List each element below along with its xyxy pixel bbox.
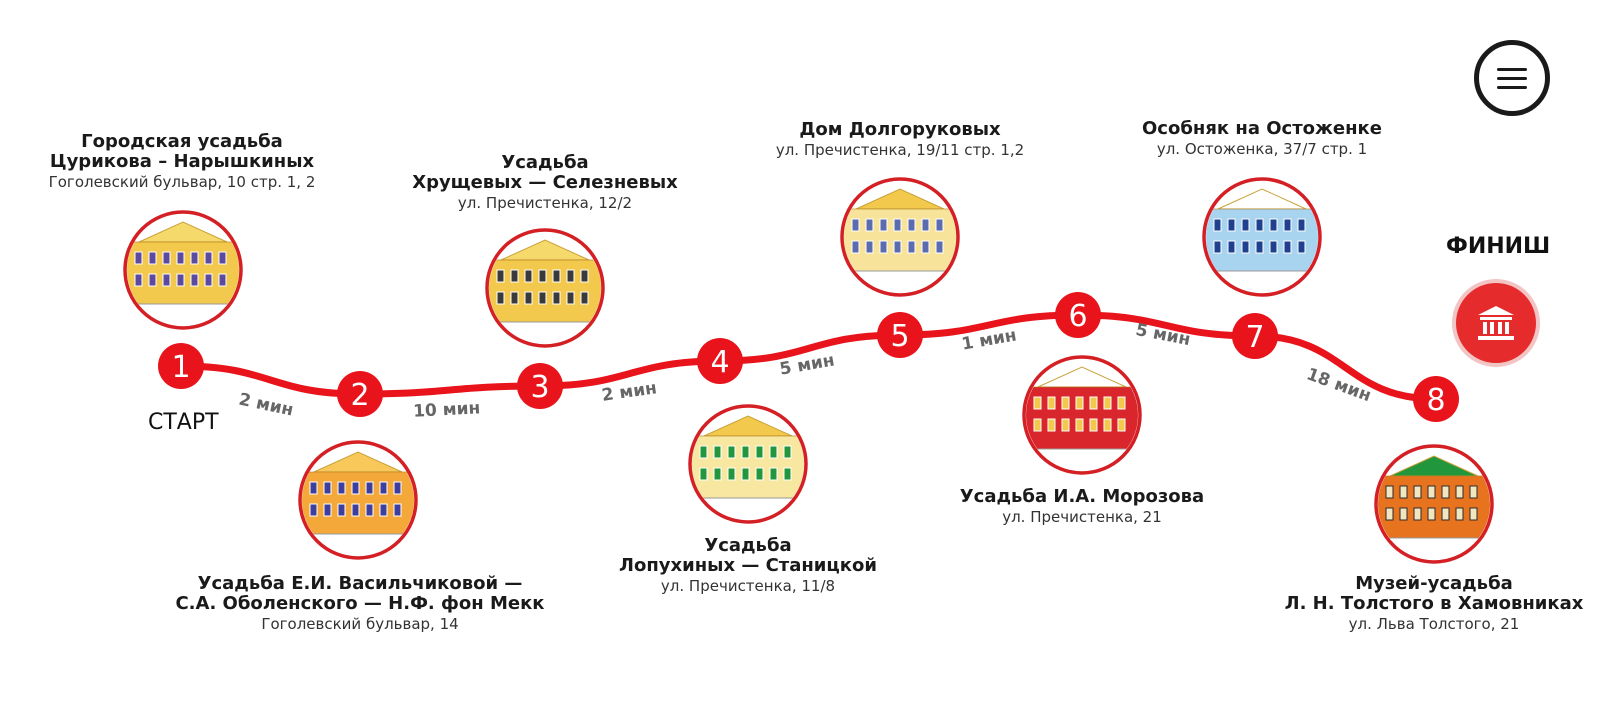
stop-title: Хрущевых — Селезневых [412, 172, 678, 193]
yellow-colonnade-building-icon [489, 232, 601, 344]
stop-circle[interactable] [697, 338, 743, 384]
stop-marker[interactable]: 7 [1232, 313, 1278, 359]
stop-marker[interactable]: 8 [1413, 376, 1459, 422]
hamburger-menu-icon [1497, 67, 1527, 71]
stop-illustration [840, 177, 960, 297]
stop-circle[interactable] [517, 363, 563, 409]
stop-circle[interactable] [337, 371, 383, 417]
start-label: СТАРТ [148, 410, 219, 435]
stop-address: ул. Пречистенка, 12/2 [457, 194, 633, 212]
stop-illustration [298, 440, 418, 560]
stop-number: 7 [1245, 320, 1264, 355]
segment-duration: 5 мин [1134, 320, 1192, 350]
orange-green-house-icon [1378, 448, 1490, 560]
stop-address: ул. Остоженка, 37/7 стр. 1 [1156, 140, 1368, 158]
segment-duration: 18 мин [1304, 364, 1374, 406]
stop-title: Дом Долгоруковых [799, 119, 1001, 140]
stop-title: Музей-усадьба [1355, 573, 1513, 594]
segment-duration: 2 мин [237, 390, 295, 421]
stop-number: 3 [530, 370, 549, 405]
stop-number: 1 [171, 350, 190, 385]
stop-circle[interactable] [1232, 313, 1278, 359]
stop-title: Городская усадьба [81, 131, 283, 152]
stop-marker[interactable]: 2 [337, 371, 383, 417]
stop-circle[interactable] [1413, 376, 1459, 422]
stop-number: 6 [1068, 299, 1087, 334]
segment-duration: 10 мин [413, 398, 481, 421]
yellow-manor-building-icon [127, 214, 239, 326]
stop-illustration [1374, 444, 1494, 564]
stop-number: 2 [350, 378, 369, 413]
stop-title: Усадьба [704, 535, 792, 556]
menu-button[interactable] [1474, 40, 1550, 116]
stop-marker[interactable]: 1 [158, 343, 204, 389]
finish-label: ФИНИШ [1446, 234, 1551, 259]
stop-title: Л. Н. Толстого в Хамовниках [1284, 593, 1584, 614]
stop-title: Усадьба И.А. Морозова [959, 486, 1205, 507]
finish-museum-button[interactable] [1456, 283, 1536, 363]
stop-number: 5 [890, 319, 909, 354]
stop-title: Усадьба Е.И. Васильчиковой — [197, 573, 523, 594]
stop-illustration [1202, 177, 1322, 297]
stop-circle[interactable] [1055, 292, 1101, 338]
stop-address: Гоголевский бульвар, 10 стр. 1, 2 [48, 173, 316, 191]
stop-marker[interactable]: 5 [877, 312, 923, 358]
stop-title: Особняк на Остоженке [1142, 118, 1382, 139]
stop-number: 4 [710, 345, 729, 380]
stop-address: ул. Льва Толстого, 21 [1348, 615, 1520, 633]
stop-illustration [1022, 355, 1142, 475]
stop-illustration [688, 404, 808, 524]
stop-label: Усадьба Е.И. Васильчиковой —С.А. Оболенс… [160, 574, 560, 634]
stop-address: ул. Пречистенка, 19/11 стр. 1,2 [775, 141, 1025, 159]
stop-marker[interactable]: 3 [517, 363, 563, 409]
stop-illustration [123, 210, 243, 330]
stop-title: С.А. Оболенского — Н.Ф. фон Мекк [175, 593, 545, 614]
stop-marker[interactable]: 6 [1055, 292, 1101, 338]
red-manor-building-icon [1026, 359, 1138, 471]
stop-illustration [485, 228, 605, 348]
stop-title: Лопухиных — Станицкой [619, 555, 877, 576]
stop-address: Гоголевский бульвар, 14 [261, 615, 459, 633]
stop-title: Цурикова – Нарышкиных [49, 151, 315, 172]
stop-address: ул. Пречистенка, 11/8 [660, 577, 836, 595]
stop-title: Усадьба [501, 152, 589, 173]
cream-palace-building-icon [844, 181, 956, 293]
stop-circle[interactable] [158, 343, 204, 389]
stop-address: ул. Пречистенка, 21 [1002, 508, 1162, 526]
stop-marker[interactable]: 4 [697, 338, 743, 384]
museum-building-icon [1478, 306, 1514, 340]
blue-columned-mansion-icon [1206, 181, 1318, 293]
stop-number: 8 [1426, 383, 1445, 418]
stop-circle[interactable] [877, 312, 923, 358]
orange-manor-building-icon [302, 444, 414, 556]
